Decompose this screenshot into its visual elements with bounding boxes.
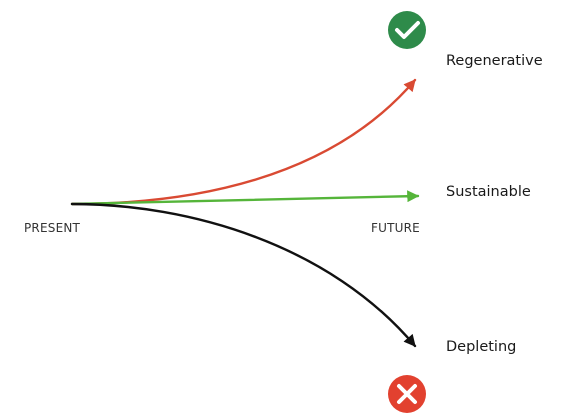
sustainable-label: Sustainable (446, 184, 531, 200)
check-icon (388, 11, 426, 49)
present-label: PRESENT (24, 221, 81, 235)
depleting-arrow (70, 202, 417, 348)
future-label: FUTURE (371, 221, 420, 235)
cross-icon (388, 375, 426, 413)
regenerative-arrow (70, 78, 417, 206)
depleting-label: Depleting (446, 339, 517, 355)
regenerative-label: Regenerative (446, 53, 543, 69)
sustainable-arrow (70, 190, 420, 206)
